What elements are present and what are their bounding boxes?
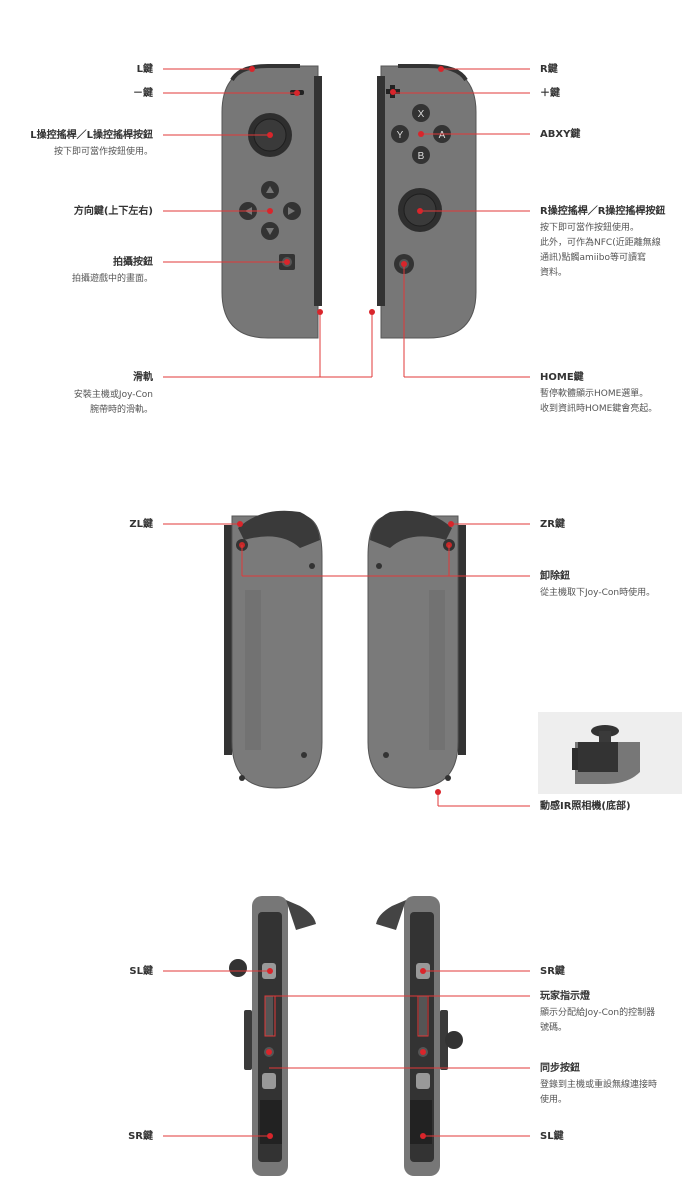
label-r-button: R鍵 bbox=[540, 64, 558, 75]
leader-lines-section3 bbox=[163, 968, 530, 1139]
desc-rail-2: 腕帶時的滑軌。 bbox=[89, 405, 153, 415]
label-l-stick: L操控搖桿／L操控搖桿按鈕 bbox=[30, 130, 153, 141]
desc-sync-2: 使用。 bbox=[540, 1095, 568, 1105]
label-zr: ZR鍵 bbox=[540, 519, 565, 530]
right-joycon-back bbox=[367, 510, 466, 789]
desc-player-indicator-1: 顯示分配給Joy-Con的控制器 bbox=[540, 1008, 656, 1018]
label-sl-right: SL鍵 bbox=[540, 1131, 564, 1142]
desc-r-stick-4: 資料。 bbox=[540, 268, 568, 278]
button-x-label: X bbox=[418, 109, 425, 120]
label-sr-left: SR鍵 bbox=[128, 1131, 153, 1142]
label-sync-button: 同步按鈕 bbox=[540, 1063, 580, 1074]
leader-lines-section2 bbox=[163, 521, 530, 807]
desc-release-button: 從主機取下Joy-Con時使用。 bbox=[540, 588, 656, 598]
desc-home-2: 收到資訊時HOME鍵會亮起。 bbox=[540, 404, 658, 414]
label-zl: ZL鍵 bbox=[129, 519, 153, 530]
label-r-stick: R操控搖桿／R操控搖桿按鈕 bbox=[540, 206, 666, 217]
right-joycon-front bbox=[377, 64, 477, 339]
left-joycon-front bbox=[221, 64, 322, 339]
label-plus-button: ＋鍵 bbox=[540, 88, 560, 99]
desc-r-stick-2: 此外，可作為NFC(近距離無線 bbox=[540, 238, 661, 248]
label-minus-button: －鍵 bbox=[133, 88, 153, 99]
label-abxy: ABXY鍵 bbox=[540, 129, 581, 140]
label-dpad: 方向鍵(上下左右) bbox=[73, 206, 153, 217]
label-ir-camera: 動感IR照相機(底部) bbox=[540, 801, 631, 812]
desc-rail-1: 安裝主機或Joy-Con bbox=[73, 390, 153, 400]
left-joycon-back bbox=[224, 510, 323, 789]
desc-r-stick-3: 通訊)點觸amiibo等可讀寫 bbox=[540, 253, 647, 263]
label-sr-right: SR鍵 bbox=[540, 966, 565, 977]
label-rail: 滑軌 bbox=[133, 372, 153, 383]
desc-sync-1: 登錄到主機或重設無線連接時 bbox=[540, 1080, 658, 1090]
ir-camera-inset bbox=[538, 712, 682, 794]
button-y-label: Y bbox=[397, 130, 404, 141]
desc-l-stick: 按下即可當作按鈕使用。 bbox=[53, 147, 153, 157]
button-a-label: A bbox=[439, 130, 446, 141]
label-home: HOME鍵 bbox=[540, 372, 584, 383]
label-sl-left: SL鍵 bbox=[129, 966, 153, 977]
label-l-button: L鍵 bbox=[136, 64, 153, 75]
desc-home-1: 暫停軟體顯示HOME選單。 bbox=[540, 389, 649, 399]
desc-capture: 拍攝遊戲中的畫面。 bbox=[71, 274, 153, 284]
button-b-label: B bbox=[418, 151, 425, 162]
label-player-indicator: 玩家指示燈 bbox=[540, 991, 590, 1002]
desc-player-indicator-2: 號碼。 bbox=[540, 1023, 568, 1033]
desc-r-stick-1: 按下即可當作按鈕使用。 bbox=[540, 223, 640, 233]
leader-lines-section1 bbox=[163, 66, 530, 378]
label-release-button: 卸除鈕 bbox=[540, 571, 570, 582]
label-capture: 拍攝按鈕 bbox=[113, 257, 153, 268]
